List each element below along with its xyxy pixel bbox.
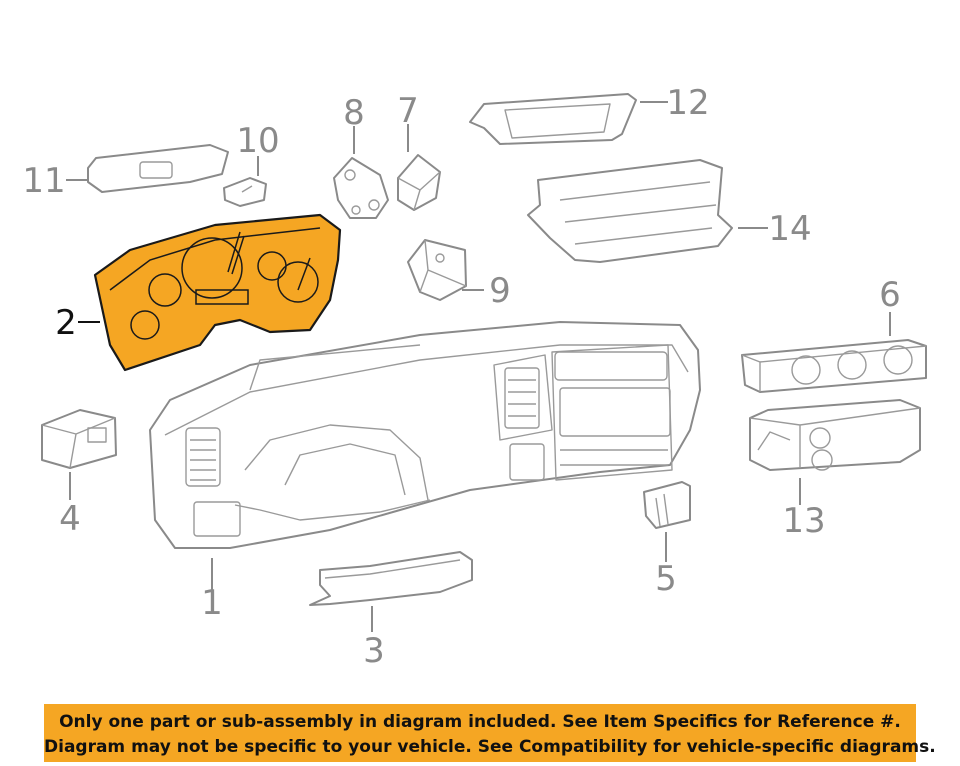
part-6-switch-panel[interactable] — [741, 339, 927, 393]
callout-12: 12 — [666, 83, 709, 123]
part-11-trim-bezel[interactable] — [87, 144, 229, 193]
disclaimer-line-1: Only one part or sub-assembly in diagram… — [59, 712, 901, 732]
callout-7: 7 — [397, 91, 419, 131]
callout-4: 4 — [59, 499, 81, 539]
callout-3: 3 — [363, 631, 385, 671]
disclaimer-line-2: Diagram may not be specific to your vehi… — [44, 737, 936, 757]
part-8-bracket[interactable] — [333, 157, 389, 219]
part-2-instrument-cluster[interactable] — [93, 213, 342, 372]
part-13-radio[interactable] — [749, 399, 921, 471]
callout-leaders — [66, 101, 891, 632]
part-12-storage-bin[interactable] — [469, 93, 637, 145]
callout-10: 10 — [236, 121, 279, 161]
part-9-bracket[interactable] — [407, 239, 467, 301]
callout-labels: 1 2 3 4 5 6 7 8 9 10 11 12 13 14 — [22, 83, 900, 671]
part-10-switch[interactable] — [223, 177, 267, 207]
callout-13: 13 — [782, 501, 825, 541]
callout-5: 5 — [655, 559, 677, 599]
part-7-module[interactable] — [397, 154, 441, 211]
callout-9: 9 — [489, 271, 511, 311]
callout-11: 11 — [22, 161, 65, 201]
part-5-cover[interactable] — [643, 481, 691, 529]
part-3-lower-trim-panel[interactable] — [309, 551, 473, 606]
callout-2: 2 — [55, 303, 77, 343]
callout-14: 14 — [768, 209, 811, 249]
part-14-lower-frame[interactable] — [527, 159, 733, 263]
disclaimer-banner: Only one part or sub-assembly in diagram… — [44, 704, 936, 762]
part-4-switch[interactable] — [41, 409, 117, 469]
callout-8: 8 — [343, 93, 365, 133]
callout-1: 1 — [201, 583, 223, 623]
part-1-instrument-panel[interactable] — [149, 321, 701, 549]
callout-6: 6 — [879, 275, 901, 315]
